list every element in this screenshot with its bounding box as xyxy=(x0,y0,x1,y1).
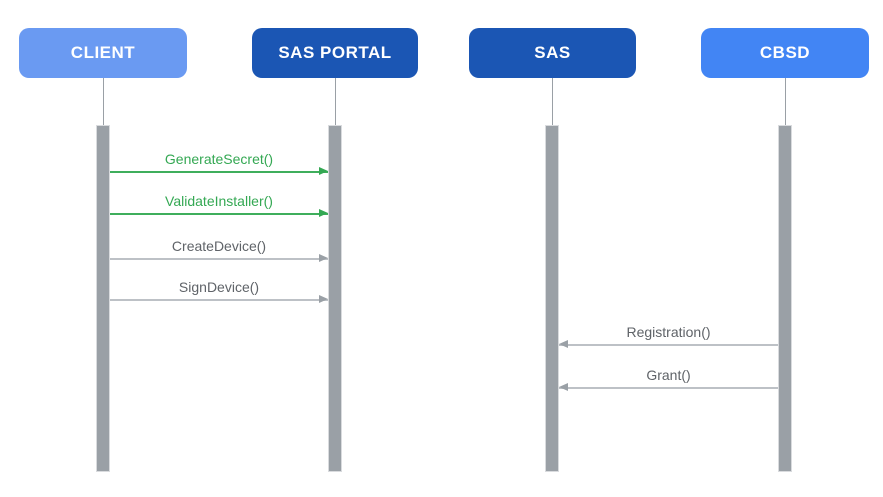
message-line xyxy=(559,387,778,389)
actor-box-cbsd: CBSD xyxy=(701,28,869,78)
actor-box-sas: SAS xyxy=(469,28,636,78)
message-validate-installer: ValidateInstaller() xyxy=(110,192,328,224)
message-line xyxy=(110,299,328,301)
message-generate-secret: GenerateSecret() xyxy=(110,150,328,182)
lifeline-client xyxy=(103,78,104,125)
message-create-device: CreateDevice() xyxy=(110,237,328,269)
message-sign-device: SignDevice() xyxy=(110,278,328,310)
actor-label-client: CLIENT xyxy=(70,43,136,62)
message-label: SignDevice() xyxy=(178,279,260,295)
message-label: Grant() xyxy=(646,367,691,383)
message-line xyxy=(110,213,328,215)
lifeline-sas xyxy=(552,78,553,125)
actor-label-cbsd: CBSD xyxy=(759,43,811,62)
arrow-left-icon xyxy=(559,383,568,391)
arrow-left-icon xyxy=(559,340,568,348)
actor-label-sas-portal: SAS PORTAL xyxy=(278,43,392,62)
message-line xyxy=(559,344,778,346)
activation-bar-cbsd xyxy=(778,125,792,472)
message-line xyxy=(110,171,328,173)
activation-bar-client xyxy=(96,125,110,472)
message-registration: Registration() xyxy=(559,323,778,355)
arrow-right-icon xyxy=(319,209,328,217)
message-label: ValidateInstaller() xyxy=(165,193,273,209)
lifeline-cbsd xyxy=(785,78,786,125)
arrow-right-icon xyxy=(319,254,328,262)
actor-label-sas: SAS xyxy=(534,43,571,62)
message-grant: Grant() xyxy=(559,366,778,398)
lifeline-sas-portal xyxy=(335,78,336,125)
arrow-right-icon xyxy=(319,167,328,175)
message-label: Registration() xyxy=(626,324,711,340)
activation-bar-sas xyxy=(545,125,559,472)
actor-box-client: CLIENT xyxy=(19,28,187,78)
actor-box-sas-portal: SAS PORTAL xyxy=(252,28,418,78)
message-label: CreateDevice() xyxy=(171,238,267,254)
activation-bar-sas-portal xyxy=(328,125,342,472)
arrow-right-icon xyxy=(319,295,328,303)
message-line xyxy=(110,258,328,260)
message-label: GenerateSecret() xyxy=(164,151,274,167)
